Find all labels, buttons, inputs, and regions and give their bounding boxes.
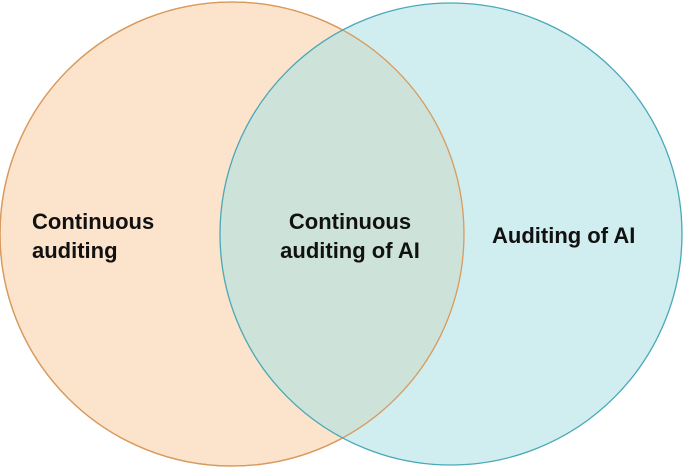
continuous-auditing-of-ai-label: Continuous auditing of AI <box>248 207 452 265</box>
auditing-of-ai-label-line-1: Auditing of AI <box>492 223 636 248</box>
continuous-auditing-label-line-2: auditing <box>32 238 118 263</box>
continuous-auditing-label: Continuous auditing <box>32 207 154 265</box>
continuous-auditing-circle-outline <box>0 1 465 467</box>
intersection-label-line-1: Continuous <box>288 209 412 234</box>
continuous-auditing-label-line-1: Continuous <box>32 209 155 234</box>
intersection-label-line-2: auditing of AI <box>280 238 420 263</box>
auditing-of-ai-circle-outline <box>219 2 683 466</box>
auditing-of-ai-label: Auditing of AI <box>492 221 635 250</box>
intersection-region <box>220 3 464 465</box>
